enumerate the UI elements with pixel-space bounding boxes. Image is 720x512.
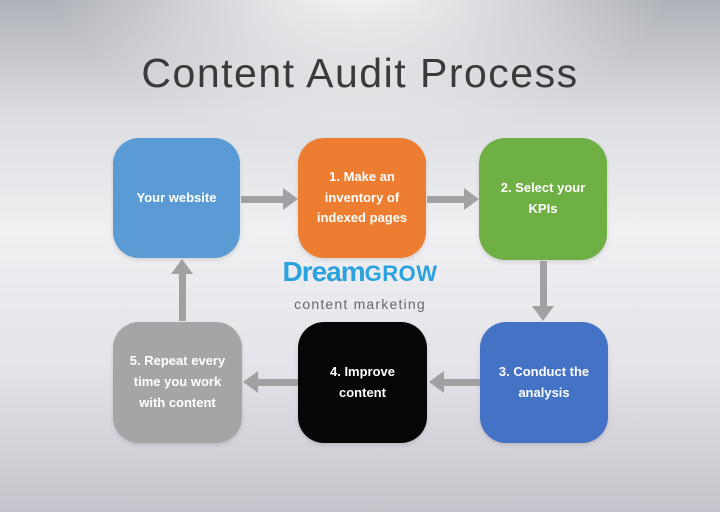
logo-text-grow: GROW (364, 261, 438, 286)
arrow-left-icon (429, 371, 480, 393)
arrow-left-icon (243, 371, 298, 393)
flow-node-make-inventory: 1. Make an inventory of indexed pages (298, 138, 426, 258)
arrow-right-icon (241, 188, 298, 210)
arrow-up-icon (171, 259, 193, 321)
dreamgrow-logo: DreamGROW (0, 258, 720, 286)
arrow-down-icon (532, 261, 554, 321)
flow-node-improve-content: 4. Improve content (298, 322, 427, 443)
flow-node-label: 1. Make an inventory of indexed pages (316, 168, 408, 226)
logo-tagline: content marketing (294, 296, 426, 312)
flow-node-label: 3. Conduct the analysis (498, 363, 590, 400)
flow-node-repeat: 5. Repeat every time you work with conte… (113, 322, 242, 443)
flow-node-conduct-analysis: 3. Conduct the analysis (480, 322, 608, 443)
arrow-right-icon (427, 188, 479, 210)
flow-node-label: 2. Select your KPIs (500, 180, 586, 216)
flow-node-select-kpis: 2. Select your KPIs (479, 138, 607, 260)
flow-node-label: 5. Repeat every time you work with conte… (129, 353, 226, 410)
flow-node-label: Your website (136, 189, 217, 205)
page-title: Content Audit Process (141, 50, 579, 96)
flow-node-your-website: Your website (113, 138, 240, 258)
flow-node-label: 4. Improve content (329, 363, 396, 400)
logo-text-dream: Dream (282, 256, 365, 287)
